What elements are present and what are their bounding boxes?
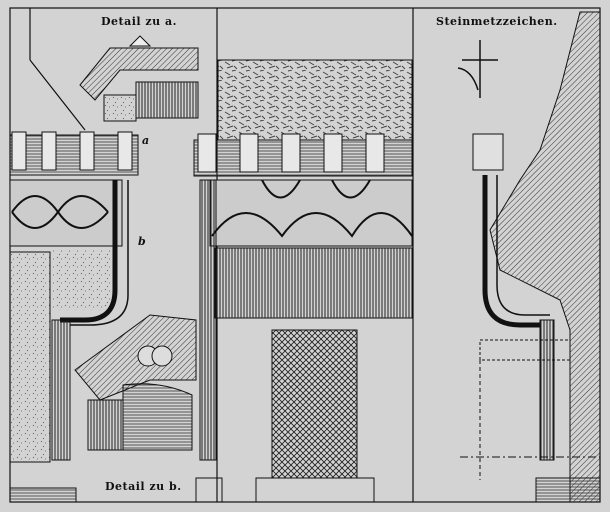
right-section — [460, 11, 601, 503]
left-elevation — [9, 131, 139, 503]
marker-b: b — [138, 235, 146, 248]
detail-a-drawing — [79, 35, 199, 122]
detail-b-drawing — [74, 314, 197, 451]
marker-a: a — [142, 134, 150, 147]
detail-a-title: Detail zu a. — [101, 15, 177, 28]
mason-mark-icon — [457, 40, 498, 98]
mason-marks-title: Steinmetzzeichen. — [436, 15, 558, 28]
middle-elevation — [193, 59, 413, 503]
detail-b-title: Detail zu b. — [105, 480, 182, 493]
